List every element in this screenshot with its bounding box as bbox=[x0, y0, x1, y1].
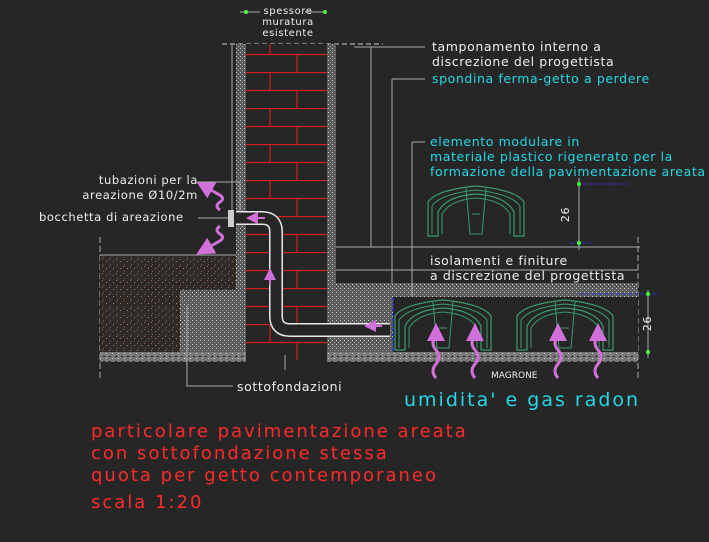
label-line: tubazioni per la bbox=[98, 173, 198, 187]
soil bbox=[100, 256, 236, 290]
subfoundation-label: sottofondazioni bbox=[237, 379, 343, 394]
footing bbox=[180, 290, 236, 352]
pipes-label: tubazioni per la areazione Ø10/2m bbox=[80, 173, 198, 203]
label-line: elemento modulare in bbox=[430, 134, 580, 149]
label-line: tamponamento interno a bbox=[432, 39, 602, 54]
subfoundation-right bbox=[327, 352, 638, 362]
label-line: isolamenti e finiture bbox=[430, 253, 568, 268]
scale-label: scala 1:20 bbox=[91, 492, 204, 513]
module-detail bbox=[427, 185, 525, 237]
vent-label: bocchetta di areazione bbox=[39, 210, 184, 224]
module-dimension: 26 bbox=[559, 206, 573, 223]
lean-concrete-label: MAGRONE bbox=[491, 371, 538, 381]
air-out-arrow bbox=[196, 224, 225, 255]
wall-thickness-label: spessore muratura esistente bbox=[258, 6, 318, 39]
humidity-radon-label: umidita' e gas radon bbox=[404, 389, 641, 411]
label-line: formazione della pavimentazione areata bbox=[430, 164, 706, 179]
label-line: discrezione del progettista bbox=[432, 54, 615, 69]
title-line: con sottofondazione stessa bbox=[91, 443, 389, 464]
internal-infill-label: tamponamento interno a discrezione del p… bbox=[432, 39, 614, 69]
title-line: quota per getto contemporaneo bbox=[91, 465, 438, 486]
label-line: materiale plastico rigenerato per la bbox=[430, 149, 673, 164]
air-out-arrow bbox=[196, 181, 225, 212]
label-line: muratura bbox=[262, 17, 314, 28]
plaster-left bbox=[236, 44, 246, 360]
insulation-label: isolamenti e finiture a discrezione del … bbox=[430, 253, 625, 283]
title-line: particolare pavimentazione areata bbox=[91, 421, 468, 442]
formwork-edge-label: spondina ferma-getto a perdere bbox=[432, 71, 650, 86]
subfoundation-left bbox=[100, 352, 246, 362]
brick-wall bbox=[246, 44, 327, 360]
label-line: a discrezione del progettista bbox=[430, 268, 626, 283]
label-line: spessore bbox=[263, 6, 313, 17]
drawing-title: particolare pavimentazione areata con so… bbox=[91, 421, 468, 514]
label-line: esistente bbox=[262, 28, 314, 39]
slab-dimension: 26 bbox=[641, 315, 655, 332]
radon-arrows bbox=[427, 323, 607, 379]
label-line: areazione Ø10/2m bbox=[82, 188, 198, 202]
modular-element-label: elemento modulare in materiale plastico … bbox=[430, 134, 706, 179]
plaster-right bbox=[327, 44, 336, 284]
vent-outlet bbox=[228, 210, 234, 227]
